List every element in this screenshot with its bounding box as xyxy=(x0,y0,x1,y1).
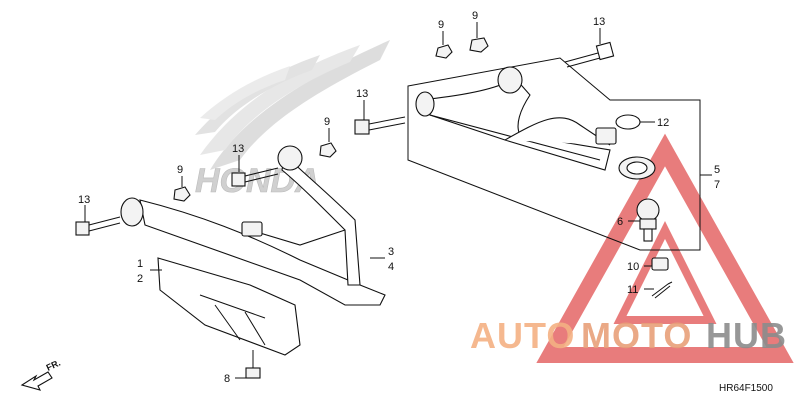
callout-11: 11 xyxy=(627,284,638,296)
nut-9-left xyxy=(173,186,191,202)
nut-9-top-left xyxy=(435,44,453,59)
callout-13-middle: 13 xyxy=(356,88,368,100)
callout-10: 10 xyxy=(627,261,639,273)
watermark-triangle xyxy=(536,133,794,363)
callout-13-top-right: 13 xyxy=(593,16,605,28)
callout-labels: 9 9 13 13 12 13 9 13 9 5 7 6 3 4 1 2 10 … xyxy=(78,10,720,385)
nut-9-top-right xyxy=(469,37,489,53)
watermark-auto: AUTO xyxy=(470,315,575,356)
ball-joint-6 xyxy=(636,198,660,242)
watermark-moto: MOTO xyxy=(581,315,692,356)
callout-1: 1 xyxy=(137,258,143,270)
front-arrow-icon xyxy=(20,371,53,391)
callout-9-left: 9 xyxy=(177,164,183,176)
upper-arm xyxy=(415,66,656,180)
bolt-13-middle xyxy=(354,116,406,135)
nut-9-mid xyxy=(319,142,337,158)
callout-2: 2 xyxy=(137,273,143,285)
front-direction-label: FR. xyxy=(45,358,62,373)
leader-lines xyxy=(84,22,712,379)
callout-3: 3 xyxy=(388,246,394,258)
diagram-code: HR64F1500 xyxy=(719,383,773,394)
callout-12: 12 xyxy=(657,117,669,129)
callout-9-top-right: 9 xyxy=(472,10,478,22)
bolt-13-center xyxy=(231,167,279,187)
callout-6: 6 xyxy=(617,216,623,228)
callout-7: 7 xyxy=(714,179,720,191)
castle-nut-10 xyxy=(651,257,669,271)
callout-5: 5 xyxy=(714,164,720,176)
bolt-13-upper-right xyxy=(564,41,615,68)
callout-13-center: 13 xyxy=(232,143,244,155)
bolt-8 xyxy=(245,350,261,379)
honda-wing-logo xyxy=(195,40,390,170)
cotter-pin-11 xyxy=(651,281,673,299)
watermark-text: AUTO MOTO HUB xyxy=(470,315,787,356)
skid-plate xyxy=(157,257,301,356)
callout-9-top-left: 9 xyxy=(438,19,444,31)
callout-8: 8 xyxy=(224,373,230,385)
callout-4: 4 xyxy=(388,261,394,273)
callout-13-left: 13 xyxy=(78,194,90,206)
bolt-13-left xyxy=(75,216,121,236)
watermark-hub: HUB xyxy=(706,315,787,356)
callout-9-mid: 9 xyxy=(324,116,330,128)
lower-arm xyxy=(120,145,386,306)
circlip-12 xyxy=(615,114,641,130)
